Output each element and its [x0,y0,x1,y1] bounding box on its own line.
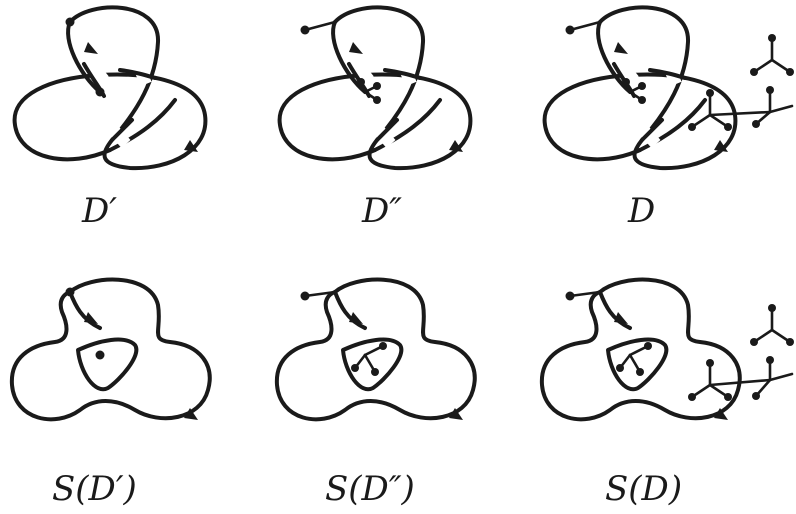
diagram-s-d-prime [9,277,212,422]
diagram-s-d-double-prime [274,277,477,422]
diagram-s-d [539,277,796,422]
endpoint-dot [95,87,105,97]
caption-s-d-prime: S(D′) [52,469,137,509]
diagram-d-prime [15,7,206,168]
caption-d-double-prime: D″ [361,191,402,231]
direction-arrow [184,140,198,152]
diagram-d-double-prime [280,7,471,168]
caption-d: D [627,191,655,231]
caption-s-d-double-prime: S(D″) [325,469,415,509]
diagram-d [545,7,796,168]
endpoint-dot [65,17,75,27]
direction-arrow [84,42,98,54]
caption-d-prime: D′ [81,191,117,231]
caption-s-d: S(D) [605,469,682,509]
